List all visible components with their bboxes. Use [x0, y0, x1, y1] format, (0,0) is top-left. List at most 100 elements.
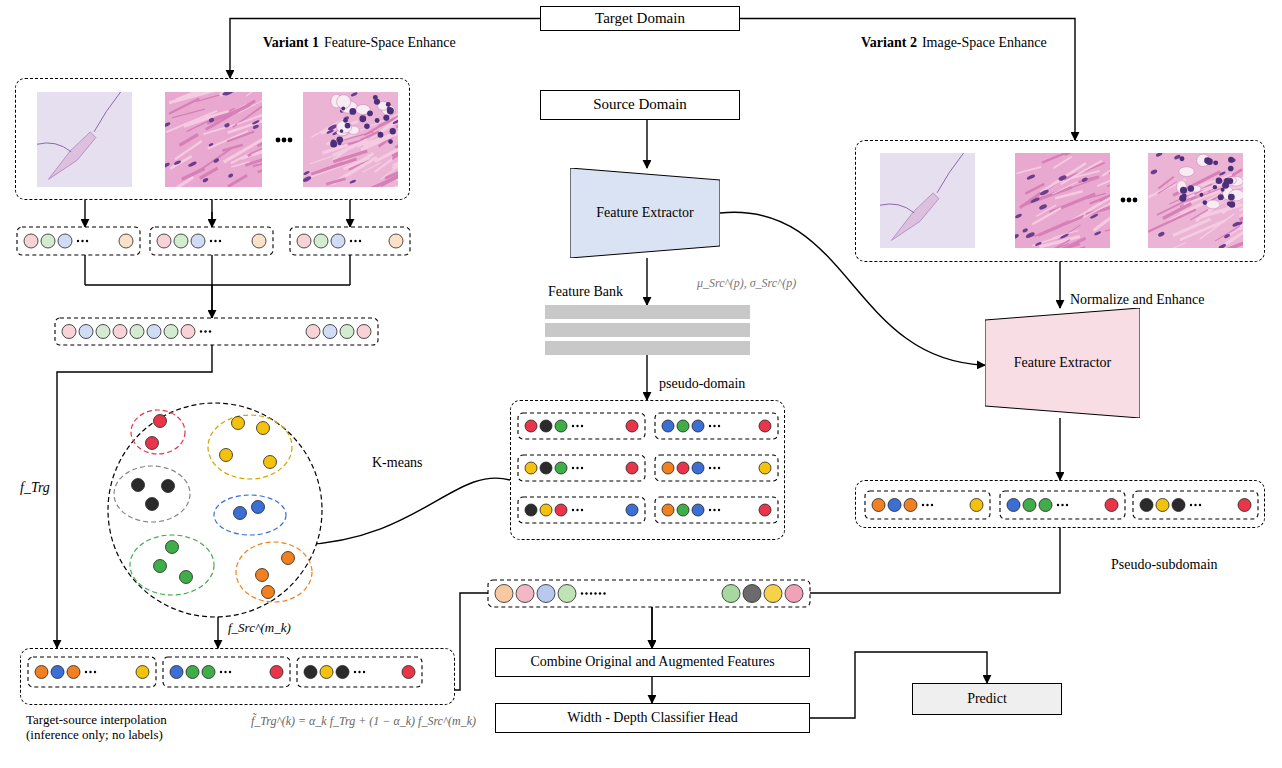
tissue-background	[1148, 153, 1243, 248]
feature-dot	[51, 666, 64, 679]
cluster-point	[154, 560, 167, 573]
node-text: Feature Bank	[548, 284, 623, 300]
tissue-nucleus	[252, 124, 259, 130]
tissue-fiber	[253, 154, 262, 166]
tissue-vacuole	[1177, 181, 1187, 194]
feature-vector	[518, 413, 645, 439]
node-text: Feature Extractor	[596, 205, 694, 221]
tissue-fiber	[322, 162, 343, 169]
feature-dot	[389, 234, 403, 248]
feature-dot	[331, 234, 345, 248]
tissue-vacuole	[1228, 176, 1243, 186]
node-text: Feature Extractor	[1014, 355, 1112, 371]
tissue-nucleus	[1155, 153, 1163, 157]
ellipsis-dot	[713, 467, 715, 469]
bank-bar	[545, 323, 750, 337]
tissue-nucleus	[326, 129, 334, 135]
process-box: Combine Original and Augmented Features	[495, 648, 810, 677]
feature-dot	[1007, 499, 1020, 512]
tissue-nucleus	[1179, 195, 1186, 202]
connector	[740, 19, 1075, 141]
ellipsis-dot	[94, 671, 96, 673]
ellipsis-dot	[709, 425, 711, 427]
ellipsis-dot	[219, 240, 221, 242]
tissue-nucleus	[383, 115, 389, 121]
tissue-fiber	[368, 169, 398, 187]
tissue-fiber	[1041, 163, 1086, 192]
feature-vector	[655, 455, 778, 481]
feature-dot	[58, 234, 72, 248]
flow-line	[211, 285, 212, 318]
tissue-crack	[880, 204, 914, 213]
ellipsis-dot	[1061, 504, 1063, 506]
ellipsis-dot	[350, 240, 352, 242]
ellipsis-dot	[576, 467, 578, 469]
flow-line	[84, 200, 85, 227]
node-text: Image-Space Enhance	[922, 35, 1047, 50]
feature-vector	[865, 491, 990, 519]
tissue-nucleus	[303, 175, 312, 183]
feature-vector	[1000, 491, 1125, 519]
cluster-space	[108, 403, 322, 617]
feature-dot	[626, 420, 638, 432]
node-text: Source Domain	[593, 96, 687, 113]
tissue-nucleus	[1179, 156, 1184, 161]
feature-dot	[314, 234, 328, 248]
cluster-outline	[131, 410, 185, 454]
feature-dot	[62, 325, 76, 339]
tissue-nucleus	[359, 115, 366, 122]
tissue-nucleus	[1199, 193, 1203, 197]
ellipsis-dot	[576, 509, 578, 511]
feature-dot	[402, 666, 415, 679]
domain-box: Source Domain	[540, 90, 740, 120]
tissue-nucleus	[1022, 228, 1029, 234]
ellipsis-dot	[576, 425, 578, 427]
feature-dot	[759, 420, 771, 432]
ellipsis-dot	[1199, 504, 1201, 506]
node-text: Variant 1	[263, 35, 319, 50]
tissue-fiber	[1061, 238, 1086, 248]
feature-dot	[186, 666, 199, 679]
feature-dot	[764, 585, 782, 603]
feature-dot	[41, 234, 55, 248]
ellipsis-dot	[214, 240, 216, 242]
feature-dot	[336, 666, 349, 679]
tissue-nucleus	[224, 92, 234, 96]
ellipsis-dot	[358, 671, 360, 673]
feature-dot	[904, 499, 917, 512]
cluster-point	[180, 571, 193, 584]
ellipsis-dot	[718, 425, 720, 427]
tissue-fiber	[251, 133, 262, 155]
feature-dot	[872, 499, 885, 512]
connector	[1059, 262, 1060, 308]
tissue-fiber	[1038, 216, 1084, 235]
feature-dot	[191, 234, 205, 248]
cluster-point	[262, 586, 275, 599]
tissue-vacuole	[1179, 167, 1194, 177]
cluster-outline	[214, 495, 286, 535]
tissue-image	[880, 153, 975, 248]
tissue-fiber	[1200, 214, 1235, 239]
ellipsis-dot	[581, 467, 583, 469]
tissue-vacuole	[337, 95, 351, 109]
ellipsis-dot	[922, 504, 924, 506]
tissue-fiber	[169, 98, 199, 113]
ellipsis-dot	[713, 425, 715, 427]
ellipsis-dot	[926, 504, 928, 506]
ellipsis-dot	[581, 592, 583, 594]
feature-dot	[1039, 499, 1052, 512]
tissue-nucleus	[1150, 169, 1158, 175]
feature-dot	[759, 462, 771, 474]
ellipsis-dot	[581, 509, 583, 511]
tissue-vacuole	[336, 120, 351, 133]
feature-vector	[163, 657, 290, 687]
interpolation-group: Target-source interpolation (inference o…	[20, 648, 455, 705]
feature-dot	[297, 234, 311, 248]
connector	[646, 258, 647, 305]
feature-dot	[1156, 499, 1169, 512]
tissue-nucleus	[1015, 213, 1022, 219]
cluster-point	[257, 422, 270, 435]
feature-dot	[174, 234, 188, 248]
feature-vector	[297, 657, 422, 687]
